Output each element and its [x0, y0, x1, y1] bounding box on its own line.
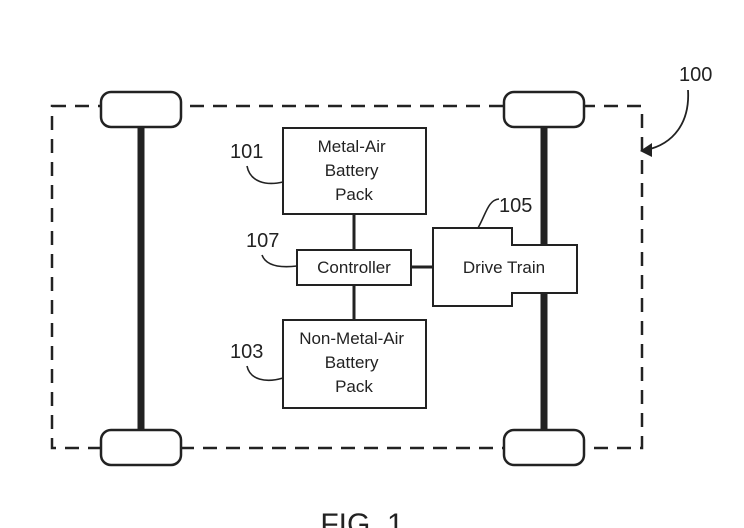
drive-train-label: Drive Train: [463, 258, 545, 277]
metal-air-label-line-2: Battery: [325, 161, 379, 180]
wheel-front-right: [99, 428, 183, 467]
ref-103: 103: [230, 341, 263, 363]
leader-103: [246, 365, 284, 382]
metal-air-label-line-3: Pack: [335, 185, 373, 204]
non-metal-air-battery-pack-label: Non-Metal-Air Battery Pack: [299, 329, 409, 396]
non-metal-air-label-line-2: Battery: [325, 353, 379, 372]
figure-caption: FIG. 1: [320, 508, 403, 528]
leader-101: [246, 165, 284, 185]
arrowhead-100: [640, 143, 652, 157]
leader-107: [261, 254, 298, 268]
metal-air-label-line-1: Metal-Air: [318, 137, 386, 156]
leader-105: [477, 198, 500, 229]
drive-train-block: [432, 227, 578, 307]
vehicle-outline: [50, 104, 644, 450]
leader-100: [645, 89, 689, 151]
ref-105: 105: [499, 195, 532, 217]
metal-air-battery-pack-label: Metal-Air Battery Pack: [318, 137, 391, 204]
controller-label: Controller: [317, 258, 391, 277]
ref-100: 100: [679, 64, 712, 86]
wheel-rear-right: [502, 428, 586, 467]
controller-block: [296, 249, 412, 286]
wheel-front-left: [99, 90, 183, 129]
ref-107: 107: [246, 230, 279, 252]
wheel-rear-left: [502, 90, 586, 129]
ref-101: 101: [230, 141, 263, 163]
non-metal-air-label-line-1: Non-Metal-Air: [299, 329, 404, 348]
non-metal-air-battery-pack-block: [282, 319, 427, 409]
metal-air-battery-pack-block: [282, 127, 427, 215]
non-metal-air-label-line-3: Pack: [335, 377, 373, 396]
